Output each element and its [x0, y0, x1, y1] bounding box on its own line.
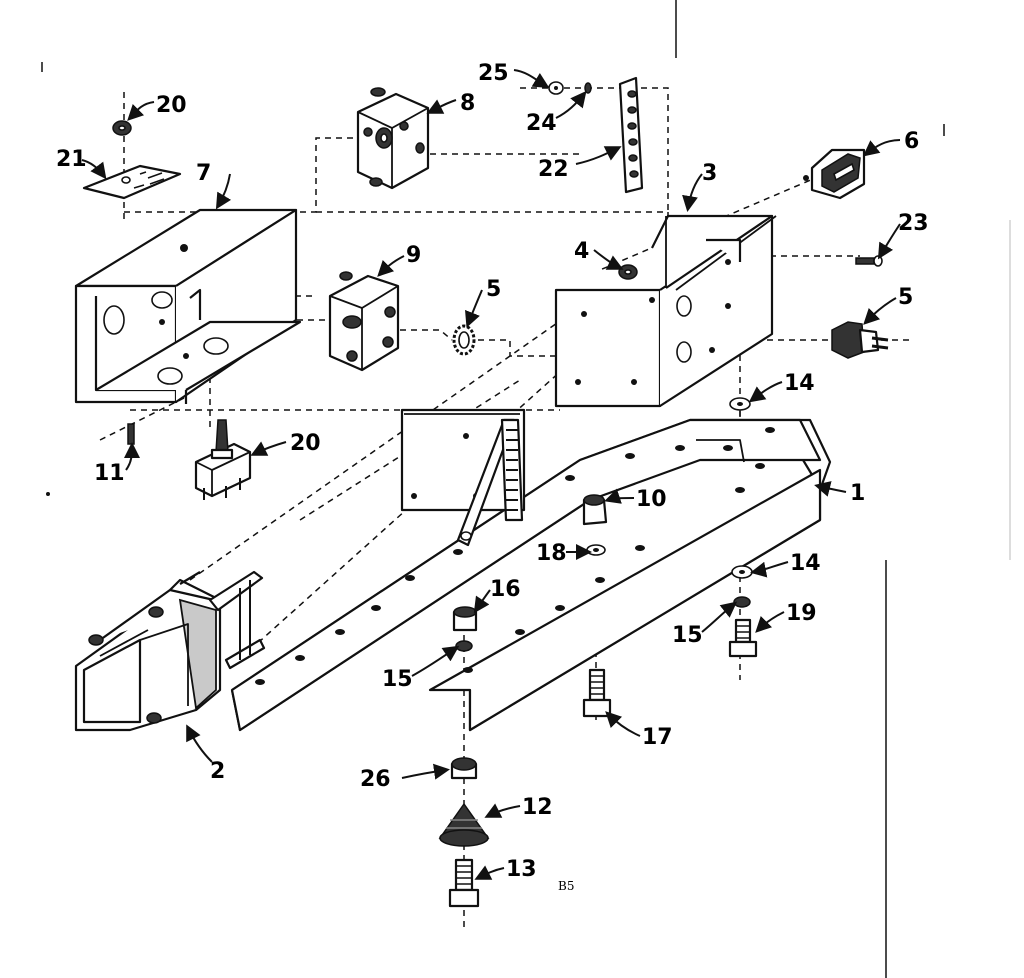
callout-26: 26	[360, 767, 391, 792]
callout-25: 25	[478, 61, 509, 86]
callout-15-left: 15	[382, 667, 413, 692]
callout-4: 4	[574, 239, 589, 264]
terminal-strip-22	[618, 76, 644, 194]
screw-11	[127, 423, 135, 445]
callout-23: 23	[898, 211, 929, 236]
transformer-2	[74, 570, 266, 732]
callout-14-top: 14	[784, 371, 815, 396]
lockwasher-15-right	[733, 596, 751, 608]
lockwasher-15-left	[455, 640, 473, 652]
callouts: 20 8 25 24 22 21 7 6 3 23 9 4 5 5 14 1 1…	[56, 61, 929, 893]
callout-20-bottom: 20	[290, 431, 321, 456]
callout-15-right: 15	[672, 623, 703, 648]
spring-bracket	[400, 408, 526, 547]
washer-14-bottom	[731, 565, 753, 579]
page-reference: B5	[558, 879, 574, 893]
bolt-13	[448, 858, 480, 908]
switch-9	[328, 271, 400, 372]
nameplate-21	[82, 164, 182, 200]
callout-18: 18	[536, 541, 567, 566]
page-edge-lines	[675, 0, 1011, 978]
callout-5-right: 5	[898, 285, 913, 310]
callout-12: 12	[522, 795, 553, 820]
bolt-19	[728, 618, 758, 658]
screw-24	[584, 82, 592, 94]
relay-8	[356, 87, 430, 190]
washer-18	[586, 544, 606, 556]
callout-11: 11	[94, 461, 125, 486]
toggle-switch-20	[194, 419, 252, 500]
callout-6: 6	[904, 129, 919, 154]
callout-22: 22	[538, 157, 569, 182]
callout-17: 17	[642, 725, 673, 750]
receptacle-6	[803, 148, 866, 200]
channel-holes	[255, 427, 775, 685]
washer-25	[548, 81, 564, 95]
callout-10: 10	[636, 487, 667, 512]
callout-16: 16	[490, 577, 521, 602]
housing-box-7	[74, 208, 302, 404]
callout-19: 19	[786, 601, 817, 626]
screw-23	[855, 255, 883, 267]
lock-washer-5	[452, 324, 476, 356]
washer-14-top	[729, 397, 751, 411]
nut-26	[450, 757, 478, 780]
bolt-17	[582, 668, 612, 718]
nut-20-top	[112, 120, 132, 136]
callout-14-bottom: 14	[790, 551, 821, 576]
callout-2: 2	[210, 759, 225, 784]
base-channel-1	[230, 418, 832, 732]
callout-5-left: 5	[486, 277, 501, 302]
callout-8: 8	[460, 91, 475, 116]
leader-lines	[81, 69, 901, 880]
grommet-4	[618, 264, 638, 280]
callout-7: 7	[196, 161, 211, 186]
housing-box-3	[554, 214, 777, 408]
nut-10	[582, 494, 608, 526]
callout-13: 13	[506, 857, 537, 882]
nut-16	[452, 606, 478, 632]
plug-5	[831, 321, 889, 359]
rubber-foot-12	[438, 802, 490, 847]
callout-20-top: 20	[156, 93, 187, 118]
callout-21: 21	[56, 147, 87, 172]
callout-9: 9	[406, 243, 421, 268]
print-marks	[41, 62, 945, 496]
callout-3: 3	[702, 161, 717, 186]
callout-1: 1	[850, 481, 865, 506]
callout-24: 24	[526, 111, 557, 136]
